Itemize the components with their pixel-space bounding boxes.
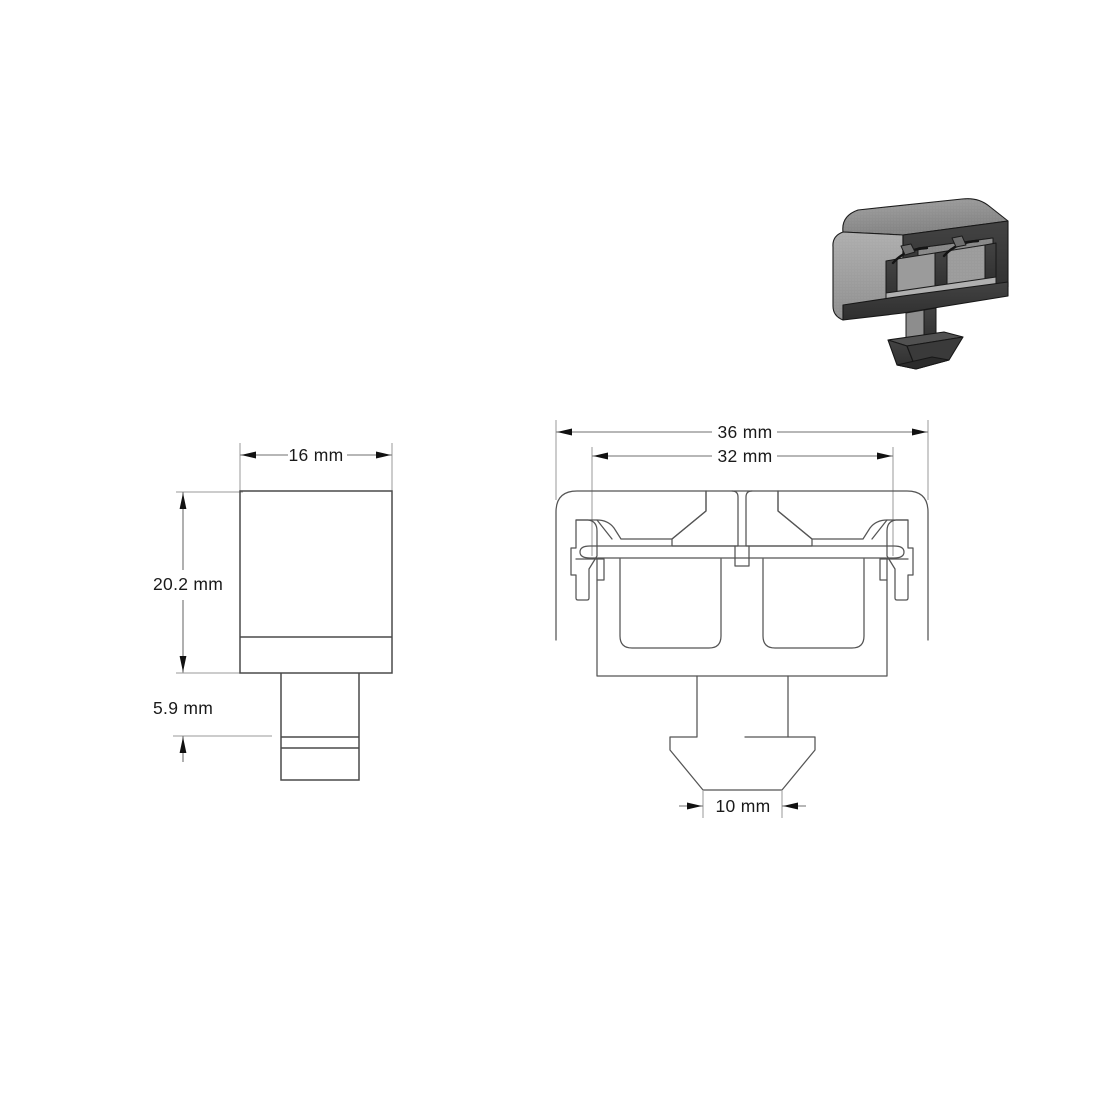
dimension-32mm: 32 mm	[591, 446, 894, 556]
front-view-right-clip-arm	[886, 519, 914, 601]
iso-clip-tab-left	[900, 243, 916, 256]
iso-stem-foot-bottom	[896, 356, 950, 370]
front-view-left-flange-detail	[596, 519, 613, 540]
front-view-right-flange-detail	[871, 519, 888, 540]
front-view-outer-shell	[555, 490, 929, 641]
dimension-5-9mm-label: 5.9 mm	[153, 698, 213, 718]
side-view-stem	[280, 673, 360, 781]
front-view-center-rib-body	[734, 558, 750, 567]
iso-top-face-texture	[842, 198, 1008, 235]
iso-base-plate	[842, 281, 1009, 321]
dimension-16mm-label: 16 mm	[289, 445, 344, 465]
front-view-center-tab-left	[671, 490, 739, 547]
front-view-right-step	[879, 558, 909, 581]
front-view-right-cavity	[762, 558, 865, 649]
isometric-view-group	[832, 198, 1009, 370]
front-view-body-block	[596, 558, 888, 677]
dimension-10mm-label: 10 mm	[716, 796, 771, 816]
dimension-10mm: 10 mm	[679, 790, 806, 818]
front-view-left-clip-arm	[570, 519, 598, 601]
front-view-left-flange	[575, 490, 707, 540]
side-view-body	[239, 490, 393, 674]
dimension-32mm-label: 32 mm	[718, 446, 773, 466]
iso-clip-tab-right	[951, 235, 967, 248]
front-view-left-cavity	[619, 558, 722, 649]
dimension-36mm: 36 mm	[555, 420, 929, 500]
front-view-spring-bar	[579, 545, 905, 559]
dimension-16mm: 16 mm	[239, 443, 393, 492]
front-view-left-step	[575, 558, 605, 581]
iso-front-face-texture	[832, 232, 903, 320]
front-view-stem	[669, 675, 816, 791]
front-view-right-flange	[777, 490, 909, 540]
dimension-20-2mm: 20.2 mm	[153, 491, 243, 674]
front-section-view-group: 36 mm 32 mm	[555, 420, 929, 818]
dimension-20-2mm-label: 20.2 mm	[153, 574, 223, 594]
dimension-5-9mm: 5.9 mm	[153, 672, 272, 762]
front-view-center-rib	[734, 545, 750, 560]
side-view-group: 16 mm 20.2 mm 5.9 mm	[153, 443, 393, 781]
front-view-center-tab-right	[745, 490, 813, 547]
dimension-36mm-label: 36 mm	[718, 422, 773, 442]
